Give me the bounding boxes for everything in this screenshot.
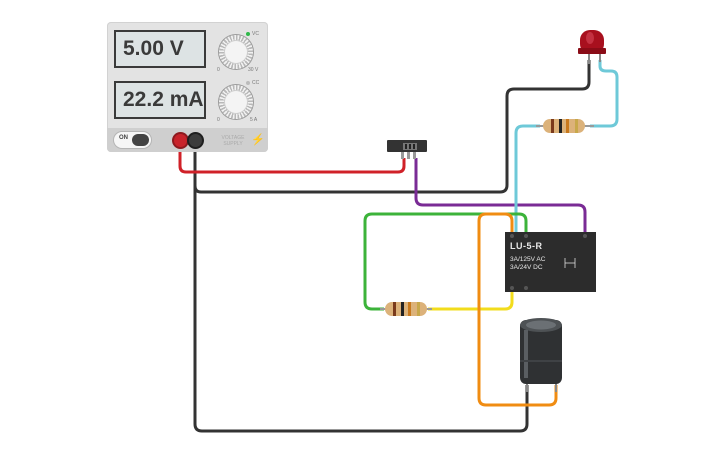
resistor-bottom[interactable] xyxy=(380,302,432,316)
wire-orange-relay-capacitor[interactable] xyxy=(477,212,558,407)
current-display: 22.2 mA xyxy=(114,81,206,119)
voltage-display: 5.00 V xyxy=(114,30,206,68)
current-mode-label: CC xyxy=(252,80,260,86)
wire-cyan-relay[interactable] xyxy=(514,124,540,233)
relay-label: LU-5-R 3A/125V AC 3A/24V DC xyxy=(510,241,545,272)
power-switch-thumb[interactable] xyxy=(132,134,149,146)
power-supply-brand: VOLTAGE SUPPLY xyxy=(221,135,245,147)
relay[interactable] xyxy=(505,232,596,292)
current-mode-indicator xyxy=(246,81,250,85)
negative-terminal[interactable] xyxy=(189,134,202,147)
wire-red-supply[interactable] xyxy=(178,144,406,174)
resistor-top[interactable] xyxy=(536,119,594,133)
voltage-min-label: 0 xyxy=(217,67,220,73)
lightning-bolt-icon: ⚡ xyxy=(251,134,265,146)
voltage-mode-indicator xyxy=(246,32,250,36)
slide-switch[interactable] xyxy=(387,140,427,159)
wire-cyan-led[interactable] xyxy=(590,60,619,128)
relay-rating-ac: 3A/125V AC xyxy=(510,256,546,263)
led[interactable] xyxy=(578,30,606,64)
wire-yellow-resistor-relay[interactable] xyxy=(428,290,514,311)
positive-terminal[interactable] xyxy=(174,134,187,147)
wire-black-led[interactable] xyxy=(193,60,591,194)
current-min-label: 0 xyxy=(217,117,220,123)
power-switch[interactable]: ON xyxy=(114,132,151,148)
power-supply[interactable]: 5.00 V 22.2 mA VC 0 30 V CC 0 5 A ON VOL… xyxy=(107,22,268,152)
current-knob[interactable] xyxy=(219,85,253,119)
wire-green-relay-resistor[interactable] xyxy=(363,212,528,311)
wire-purple-switch-relay[interactable] xyxy=(414,158,587,233)
relay-model: LU-5-R xyxy=(510,241,543,251)
wire-black-ground[interactable] xyxy=(193,144,529,433)
voltage-mode-label: VC xyxy=(252,31,259,37)
power-switch-label: ON xyxy=(119,135,128,141)
voltage-knob[interactable] xyxy=(219,35,253,69)
capacitor[interactable] xyxy=(520,318,562,392)
voltage-max-label: 30 V xyxy=(248,67,259,73)
current-max-label: 5 A xyxy=(250,117,258,123)
relay-rating-dc: 3A/24V DC xyxy=(510,264,543,271)
